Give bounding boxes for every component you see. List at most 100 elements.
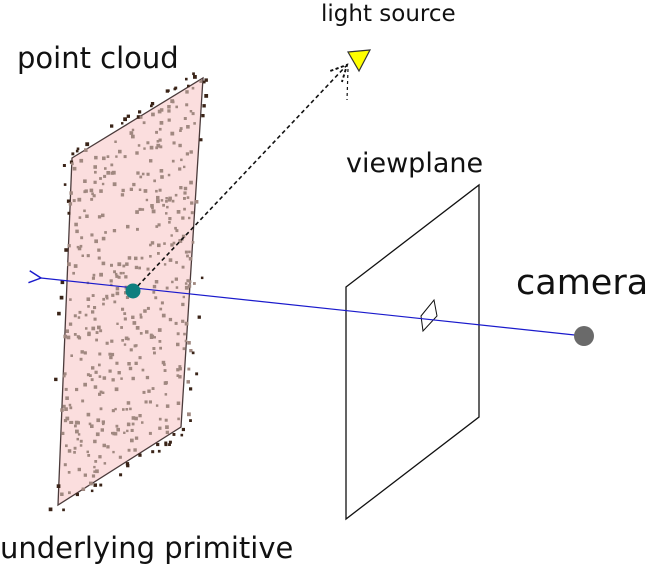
cloud-point	[108, 369, 112, 373]
cloud-point	[101, 391, 105, 394]
cloud-point	[121, 122, 124, 125]
cloud-point	[129, 348, 133, 352]
cloud-point	[126, 429, 129, 433]
cloud-point	[176, 368, 180, 372]
cloud-point	[183, 207, 186, 211]
cloud-point	[165, 212, 168, 215]
cloud-point	[68, 403, 72, 407]
cloud-point	[64, 248, 68, 252]
cloud-point	[131, 315, 135, 319]
cloud-point	[95, 432, 100, 437]
cloud-point	[95, 338, 98, 342]
cloud-point	[98, 352, 102, 356]
cloud-point	[117, 262, 122, 267]
cloud-point	[120, 326, 123, 329]
cloud-point	[199, 138, 203, 142]
cloud-point	[145, 330, 149, 334]
cloud-point	[81, 254, 84, 257]
cloud-point	[176, 342, 180, 347]
cloud-point	[172, 141, 176, 145]
cloud-point	[111, 431, 114, 435]
cloud-point	[75, 149, 79, 153]
cloud-point	[102, 422, 105, 426]
cloud-point	[94, 460, 98, 463]
cloud-point	[63, 463, 67, 467]
cloud-point	[192, 72, 195, 76]
cloud-point	[176, 332, 180, 336]
cloud-point	[77, 246, 82, 251]
cloud-point	[99, 407, 103, 411]
cloud-point	[168, 217, 172, 221]
cloud-point	[61, 431, 65, 435]
cloud-point	[72, 166, 77, 171]
cloud-point	[174, 321, 178, 325]
cloud-point	[168, 258, 173, 262]
cloud-point	[159, 169, 164, 173]
cloud-point	[110, 163, 114, 167]
cloud-point	[91, 366, 95, 370]
cloud-point	[167, 89, 170, 92]
cloud-point	[114, 272, 118, 276]
cloud-point	[138, 207, 142, 211]
cloud-point	[83, 382, 87, 387]
cloud-point	[70, 162, 74, 166]
cloud-point	[62, 164, 66, 167]
cloud-point	[162, 203, 165, 207]
cloud-point	[65, 329, 69, 333]
cloud-point	[160, 301, 164, 305]
cloud-point	[174, 277, 178, 281]
cloud-point	[171, 280, 174, 284]
cloud-point	[112, 432, 115, 436]
cloud-point	[93, 439, 97, 444]
cloud-point	[110, 339, 114, 343]
cloud-point	[72, 199, 76, 203]
cloud-point	[159, 145, 163, 149]
cloud-point	[186, 254, 189, 258]
cloud-point	[121, 339, 124, 342]
cloud-point	[158, 138, 162, 142]
cloud-point	[127, 362, 131, 366]
cloud-point	[156, 199, 160, 204]
cloud-point	[74, 424, 77, 428]
cloud-point	[99, 390, 103, 394]
cloud-point	[68, 322, 73, 326]
cloud-point	[179, 129, 182, 132]
cloud-point	[93, 317, 97, 321]
cloud-point	[83, 190, 87, 194]
cloud-point	[168, 221, 171, 224]
cloud-point	[191, 351, 195, 355]
cloud-point	[188, 257, 193, 261]
cloud-point	[112, 182, 117, 187]
cloud-point	[123, 431, 126, 434]
cloud-point	[63, 334, 67, 339]
cloud-point	[187, 412, 191, 417]
cloud-point	[181, 216, 185, 220]
cloud-point	[101, 213, 105, 218]
cloud-point	[191, 86, 195, 90]
cloud-point	[151, 112, 155, 117]
cloud-point	[191, 112, 195, 116]
cloud-point	[135, 344, 138, 347]
cloud-point	[126, 114, 130, 118]
cloud-point	[48, 507, 53, 512]
cloud-point	[181, 427, 185, 432]
cloud-point	[101, 420, 105, 424]
cloud-point	[129, 407, 132, 411]
cloud-point	[185, 103, 189, 107]
cloud-point	[118, 455, 122, 459]
cloud-point	[183, 191, 187, 195]
cloud-point	[60, 492, 64, 496]
cloud-point	[110, 283, 113, 287]
cloud-point	[109, 355, 113, 360]
cloud-point	[93, 483, 97, 487]
cloud-point	[165, 286, 169, 290]
cloud-point	[118, 149, 122, 154]
cloud-point	[96, 418, 101, 423]
cloud-point	[150, 102, 155, 106]
cloud-point	[172, 433, 176, 436]
cloud-point	[175, 286, 179, 289]
cloud-point	[105, 341, 109, 345]
cloud-point	[101, 236, 106, 241]
cloud-point	[165, 197, 168, 200]
cloud-point	[183, 186, 188, 191]
